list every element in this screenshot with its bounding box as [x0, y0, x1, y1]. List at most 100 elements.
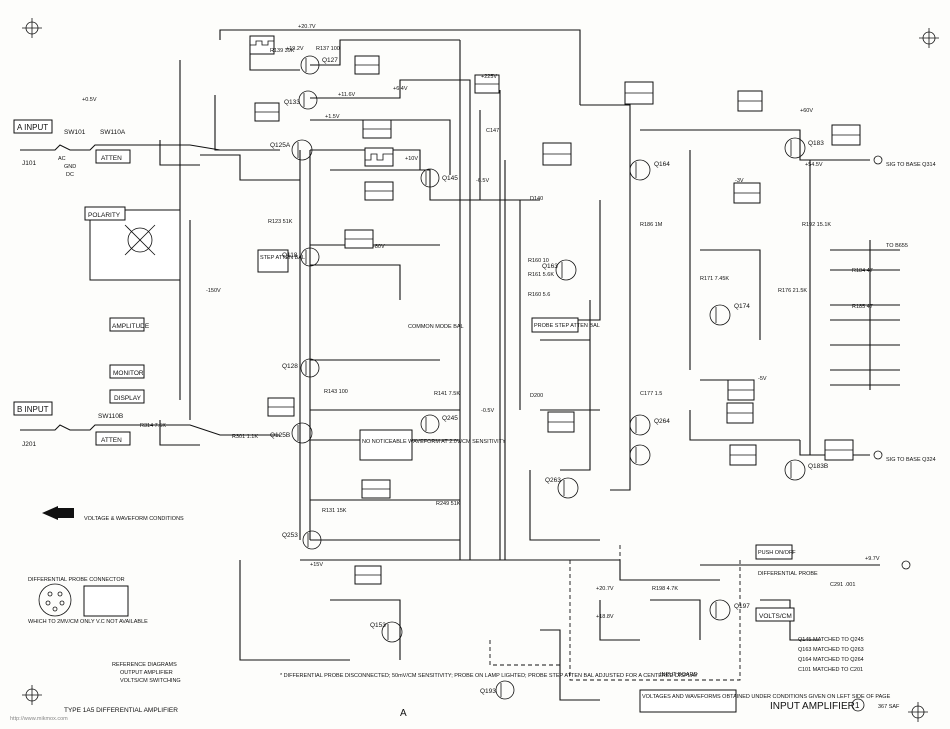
component-label: C147: [486, 128, 499, 134]
waveform-box: [362, 119, 392, 139]
polarity-switch: [89, 209, 181, 281]
voltage-label: -6.5V: [476, 178, 489, 184]
waveform-box: [547, 411, 575, 433]
component-label: R143 100: [324, 389, 348, 395]
component-label: R186 1M: [640, 222, 663, 228]
monitor-box: [109, 364, 145, 379]
voltage-label: +9.7V: [865, 556, 880, 562]
waveform-box: [542, 142, 572, 166]
component-label: R192 15.1K: [802, 222, 831, 228]
a-input-label: A INPUT: [17, 123, 48, 132]
display-box: [109, 389, 145, 404]
transistor-q163: [555, 259, 577, 281]
registration-mark-tl: [22, 18, 42, 38]
waveform-box: [344, 229, 374, 249]
waveform-box: [474, 74, 500, 94]
q197-label: Q197: [734, 603, 750, 610]
title-number: 1: [855, 701, 860, 710]
voltage-label: -80V: [373, 244, 385, 250]
out-b-label: SIG TO BASE Q324: [886, 457, 936, 463]
amplitude-label: AMPLITUDE: [112, 323, 150, 330]
voltage-label: +6.4V: [393, 86, 408, 92]
waveform-arrow-icon: [42, 506, 74, 520]
component-label: R160 10: [528, 258, 549, 264]
transistor-q264: [629, 414, 651, 436]
voltage-label: +60V: [800, 108, 813, 114]
differential-probe-connector: [38, 583, 72, 617]
ac-label: AC: [58, 156, 66, 162]
sw101-label: SW101: [64, 129, 86, 136]
waveform-box: [364, 147, 394, 167]
component-label: R184 47: [852, 268, 873, 274]
diff-connector-label: DIFFERENTIAL PROBE CONNECTOR: [28, 577, 125, 583]
j101-label: J101: [22, 160, 36, 167]
waveform-box: [727, 379, 755, 401]
center-letter: A: [400, 708, 407, 719]
transistor-q283: [784, 459, 806, 481]
voltage-label: -3V: [735, 178, 744, 184]
transistor-q193: [495, 680, 515, 700]
voltage-label: +54.5V: [805, 162, 823, 168]
q145-label: Q145: [442, 175, 458, 182]
voltage-label: +1.5V: [325, 114, 340, 120]
component-label: R139 39K: [270, 48, 295, 54]
input-board-label: INPUT BOARD: [660, 672, 698, 678]
match-3: Q164 MATCHED TO Q264: [798, 657, 864, 663]
q245-label: Q245: [442, 415, 458, 422]
transistor-q125a: [291, 139, 313, 161]
q118-label: Q118: [282, 252, 298, 259]
waveform-box: [354, 565, 382, 585]
q283-label: Q183B: [808, 463, 828, 470]
q174-label: Q174: [734, 303, 750, 310]
waveform-box: [267, 397, 295, 417]
q263-label: Q263: [545, 477, 561, 484]
q183-label: Q183: [808, 140, 824, 147]
transistor-q253: [302, 530, 322, 550]
voltage-label: +11.6V: [338, 92, 356, 98]
b-input-label: B INPUT: [17, 405, 49, 414]
waveform-box: [361, 479, 391, 499]
atten-box-a: [95, 149, 131, 164]
voltage-label: +20.7V: [596, 586, 614, 592]
ref-2-label: VOLTS/CM SWITCHING: [120, 678, 181, 684]
transistor-q127: [300, 55, 320, 75]
wiring: [20, 29, 900, 701]
q128-label: Q128: [282, 363, 298, 370]
match-2: Q163 MATCHED TO Q263: [798, 647, 864, 653]
waveform-box: [729, 444, 757, 466]
voltage-label: +225V: [481, 74, 497, 80]
sw110b-label: SW110B: [98, 413, 123, 420]
q264-label: Q264: [654, 418, 670, 425]
component-label: R301 1.1K: [232, 434, 258, 440]
component-label: R137 100: [316, 46, 340, 52]
registration-mark-bl: [22, 685, 42, 705]
component-label: R160 5.6: [528, 292, 550, 298]
q133-label: Q133: [284, 99, 300, 106]
waveform-box: [254, 102, 280, 122]
watermark: http://www.mikmox.com: [10, 716, 68, 722]
transistor-q118: [300, 247, 320, 267]
voltage-label: +15V: [310, 562, 323, 568]
output-terminal-b: [873, 450, 883, 460]
waveform-box: [824, 439, 854, 461]
pin-table-box: [83, 585, 129, 617]
title-number-circle: [851, 698, 865, 712]
component-label: R314 7.5K: [140, 423, 166, 429]
voltage-label: +20.7V: [298, 24, 316, 30]
voltage-label: +19.2V: [286, 46, 304, 52]
q253-label: Q253: [282, 532, 298, 539]
q153-label: Q153: [370, 622, 386, 629]
component-label: D140: [530, 196, 543, 202]
match-4: C101 MATCHED TO C201: [798, 667, 863, 673]
component-label: R249 51K: [436, 501, 461, 507]
component-label: D200: [530, 393, 543, 399]
output-terminal-a: [873, 155, 883, 165]
diff-note-label: WHICH TO 2MV/CM ONLY V.C NOT AVAILABLE: [28, 619, 148, 625]
q163-label: Q163: [542, 263, 558, 270]
sw110a-label: SW110A: [100, 129, 126, 136]
push-on-off-label: PUSH ON/OFF: [758, 550, 796, 556]
waveform-box: [737, 90, 763, 112]
waveform-box: [249, 35, 275, 55]
component-label: R176 21.5K: [778, 288, 807, 294]
transistor-q153: [381, 621, 403, 643]
